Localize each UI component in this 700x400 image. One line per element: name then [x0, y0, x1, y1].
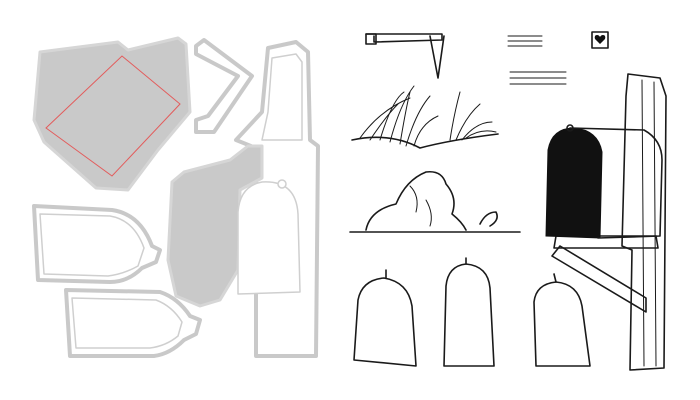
- tag-stamp: [533, 273, 591, 367]
- mailbox-stamp: [545, 73, 667, 371]
- stamps-panel: [330, 0, 700, 400]
- envelope-die: [32, 36, 192, 192]
- tag-stamp: [353, 269, 417, 367]
- mailbox-door-die: [166, 144, 301, 308]
- tag-die: [32, 204, 162, 284]
- mailbox-flag-stamp: [365, 33, 445, 79]
- tag-stamp: [443, 257, 495, 367]
- grass-stamp: [351, 85, 499, 149]
- stamps-illustration: [349, 31, 667, 371]
- cutting-dies-illustration: [32, 36, 320, 358]
- flag-die: [194, 38, 254, 134]
- mailbox-post-die: [234, 40, 320, 358]
- cutting-dies-panel: [0, 0, 330, 400]
- letter-die: [64, 288, 202, 358]
- letter-lines-stamp: [507, 35, 567, 85]
- heart-stamp-icon: [591, 31, 609, 49]
- rock-stamp: [349, 170, 521, 233]
